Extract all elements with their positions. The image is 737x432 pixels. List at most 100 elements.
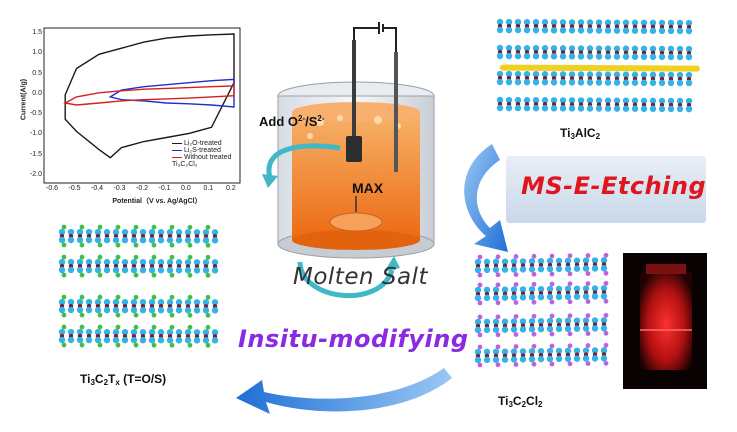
termination-atom: [585, 331, 591, 336]
termination-atom: [169, 294, 175, 300]
atom: [175, 267, 183, 274]
atom: [550, 45, 558, 52]
atom: [631, 45, 639, 52]
atom: [519, 348, 527, 355]
atom: [537, 347, 545, 355]
atom: [112, 336, 120, 344]
atom: [640, 27, 648, 34]
atom: [193, 299, 201, 306]
termination-atom: [513, 282, 519, 287]
cv-curves: [63, 33, 235, 159]
atom: [112, 236, 120, 244]
atom: [577, 19, 585, 26]
atom: [541, 27, 549, 34]
termination-atom: [531, 361, 537, 367]
termination-atom: [477, 300, 483, 306]
atom: [604, 53, 612, 60]
atom: [148, 337, 156, 344]
atom: [103, 306, 111, 314]
atom: [685, 27, 693, 35]
atom: [546, 285, 554, 293]
termination-atom: [205, 272, 211, 278]
atom: [559, 79, 567, 86]
atom: [103, 266, 111, 274]
atom: [175, 307, 183, 314]
atom: [582, 355, 590, 362]
termination-atom: [133, 224, 139, 230]
atom: [193, 229, 201, 236]
atom: [685, 71, 693, 79]
termination-atom: [205, 324, 211, 330]
atom: [184, 237, 192, 244]
termination-atom: [187, 342, 193, 348]
atom: [483, 266, 491, 274]
atom: [175, 329, 183, 336]
atom: [501, 356, 509, 363]
atom: [474, 258, 482, 266]
atom: [139, 236, 147, 244]
atom: [166, 259, 174, 266]
atom: [514, 52, 522, 60]
atom: [211, 267, 219, 274]
termination-atom: [477, 332, 483, 338]
atom: [523, 44, 531, 52]
atom: [649, 79, 657, 87]
atom: [631, 71, 639, 78]
atom: [658, 27, 666, 35]
atom: [211, 337, 219, 344]
add-reagent-label: Add O2-/S2-: [259, 114, 325, 129]
atom: [166, 229, 174, 236]
termination-atom: [513, 344, 519, 349]
atom: [550, 71, 558, 78]
atom: [600, 317, 608, 324]
atom: [546, 265, 554, 273]
atom: [528, 258, 536, 265]
termination-atom: [205, 254, 211, 260]
atom: [496, 96, 504, 104]
atom: [582, 317, 590, 324]
termination-atom: [187, 294, 193, 300]
cv-y-tick: -1.5: [29, 150, 42, 158]
termination-atom: [495, 362, 501, 368]
molten-salt-label: Molten Salt: [293, 264, 428, 290]
atom: [492, 318, 500, 325]
atom: [541, 105, 549, 112]
atom: [622, 19, 630, 26]
termination-atom: [79, 324, 85, 330]
atom: [582, 285, 590, 292]
termination-atom: [133, 242, 139, 248]
atom: [613, 27, 621, 34]
termination-atom: [187, 242, 193, 248]
atom: [501, 266, 509, 273]
max-label: MAX: [352, 180, 384, 196]
termination-atom: [531, 281, 537, 287]
atom: [148, 299, 156, 306]
atom: [685, 19, 693, 27]
teal-arrowhead-top: [262, 174, 278, 188]
atom: [631, 19, 639, 26]
cv-y-tick: 0.0: [32, 89, 42, 97]
atom: [166, 299, 174, 306]
atom: [631, 27, 639, 34]
atom: [595, 71, 603, 78]
atom: [649, 105, 657, 113]
termination-atom: [115, 294, 121, 300]
termination-atom: [169, 224, 175, 230]
atom: [58, 236, 66, 244]
atom: [573, 347, 581, 354]
atom: [184, 229, 192, 236]
atom: [76, 328, 84, 336]
atom: [640, 19, 648, 26]
atom: [148, 267, 156, 274]
atom: [550, 19, 558, 26]
atom: [67, 336, 75, 344]
termination-atom: [169, 254, 175, 260]
atom: [103, 336, 111, 344]
atom: [510, 326, 518, 333]
atom: [546, 317, 554, 325]
termination-atom: [187, 224, 193, 230]
termination-atom: [567, 313, 573, 319]
atom: [76, 228, 84, 236]
atom: [555, 317, 563, 325]
atom: [537, 317, 545, 325]
